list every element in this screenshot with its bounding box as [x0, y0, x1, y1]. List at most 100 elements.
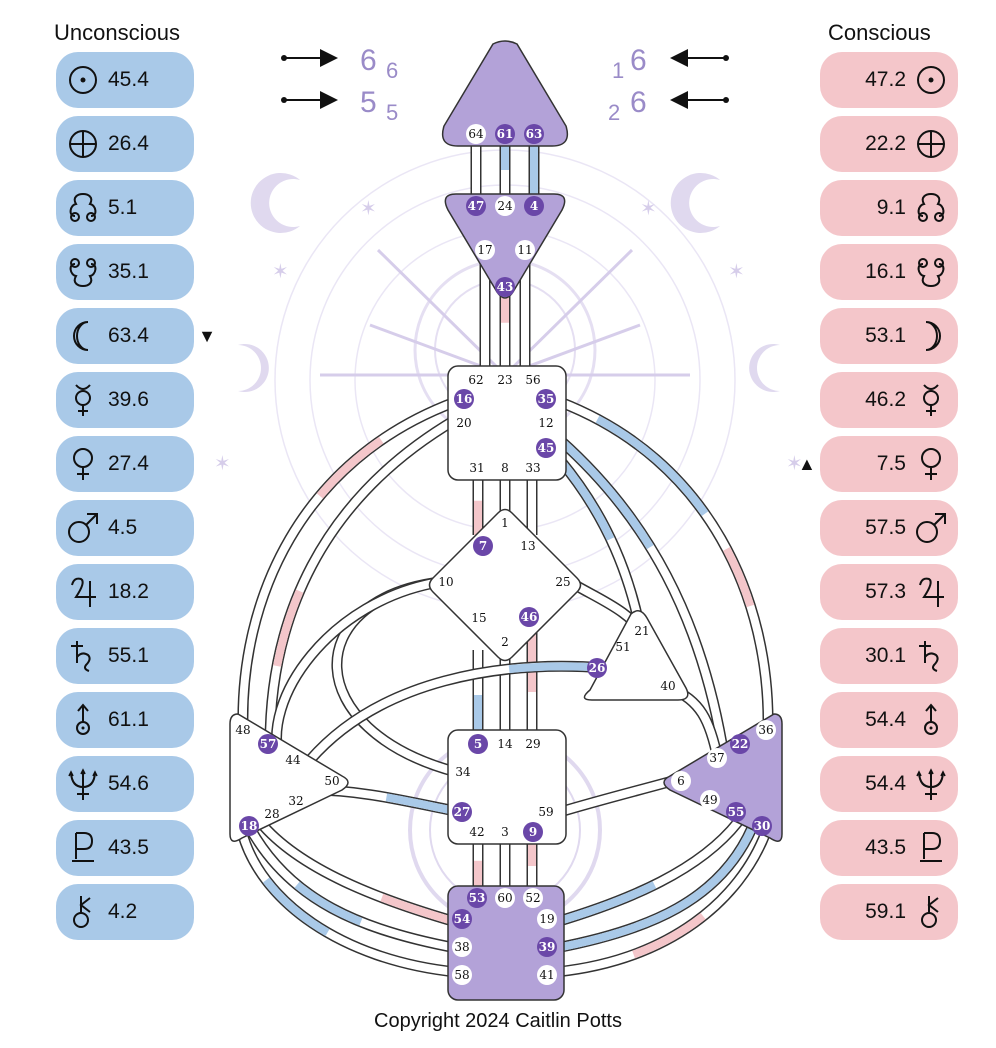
gate-25: 25	[555, 575, 570, 589]
gate-number: 29	[525, 737, 540, 751]
svg-text:✶: ✶	[360, 198, 377, 220]
gate-number: 41	[539, 968, 554, 982]
gate-53: 53	[467, 888, 487, 908]
gate-number: 1	[501, 516, 509, 530]
channel-58-18	[236, 830, 457, 978]
unconscious-planet-neptune: 54.6	[56, 756, 194, 812]
gate-16: 16	[454, 389, 474, 409]
gate-52: 52	[523, 888, 543, 908]
svg-text:✶: ✶	[272, 261, 289, 283]
variable-top-left-small: 6	[386, 58, 398, 83]
gate-number: 25	[555, 575, 570, 589]
gate-number: 63	[526, 127, 543, 141]
gate-64: 64	[466, 124, 486, 144]
mercury-icon	[912, 381, 950, 419]
channel-26-44	[305, 660, 606, 764]
gate-48: 48	[235, 723, 250, 737]
earth-icon	[912, 125, 950, 163]
variable-bottom-right: 2 6	[608, 86, 729, 125]
gate-number: 10	[438, 575, 453, 589]
gate-36: 36	[756, 720, 776, 740]
copyright-text: Copyright 2024 Caitlin Potts	[374, 1010, 622, 1032]
planet-value: 45.4	[108, 68, 149, 91]
center-head	[441, 40, 569, 147]
gate-14: 14	[497, 737, 513, 751]
gate-4: 4	[524, 196, 544, 216]
gate-number: 60	[497, 891, 512, 905]
channel-10-57	[271, 576, 441, 762]
center-solar-plexus	[663, 713, 783, 842]
planet-value: 35.1	[108, 260, 149, 283]
gate-47: 47	[466, 196, 486, 216]
gate-number: 31	[469, 461, 484, 475]
planet-value: 43.5	[865, 836, 906, 859]
gate-27: 27	[452, 802, 472, 822]
planet-value: 54.4	[865, 772, 906, 795]
svg-text:✶: ✶	[640, 198, 657, 220]
gate-number: 5	[474, 737, 482, 751]
gate-17: 17	[475, 240, 495, 260]
center-throat	[447, 365, 567, 481]
sun-icon	[912, 61, 950, 99]
variable-bottom-left-big: 5	[360, 86, 377, 119]
conscious-planet-north-node: 9.1	[820, 180, 958, 236]
unconscious-planet-mercury: 39.6	[56, 372, 194, 428]
planet-value: 54.6	[108, 772, 149, 795]
gate-37: 37	[707, 748, 727, 768]
detriment-icon: ▼	[198, 325, 216, 346]
gate-2: 2	[501, 635, 509, 649]
gate-number: 21	[634, 624, 649, 638]
gate-60: 60	[495, 888, 515, 908]
channel-20-57	[264, 415, 458, 745]
planet-value: 5.1	[108, 196, 138, 219]
unconscious-planet-chiron: 4.2	[56, 884, 194, 940]
uranus-icon	[912, 701, 950, 739]
planet-value: 27.4	[108, 452, 149, 475]
earth-icon	[64, 125, 102, 163]
channel-59-6	[558, 774, 678, 818]
planet-value: 55.1	[108, 644, 149, 667]
channel-layer	[236, 140, 774, 978]
unconscious-planet-jupiter: 18.2	[56, 564, 194, 620]
channel-39-55	[554, 825, 758, 954]
gate-number: 16	[456, 392, 473, 406]
gate-22: 22	[730, 734, 750, 754]
gate-51: 51	[615, 640, 630, 654]
planet-value: 4.2	[108, 900, 138, 923]
uranus-icon	[64, 701, 102, 739]
variable-top-left-big: 6	[360, 44, 377, 77]
exalted-icon: ▲	[798, 453, 816, 474]
planet-value: 53.1	[865, 324, 906, 347]
conscious-planet-mars: 57.5	[820, 500, 958, 556]
channel-54-32	[255, 818, 458, 928]
planet-value: 59.1	[865, 900, 906, 923]
gate-12: 12	[538, 416, 553, 430]
gate-number: 45	[538, 441, 555, 455]
planet-value: 57.5	[865, 516, 906, 539]
channel-16-48	[237, 396, 457, 729]
conscious-planet-venus: 7.5▲	[798, 436, 958, 492]
gate-number: 53	[469, 891, 486, 905]
unconscious-planet-pluto: 43.5	[56, 820, 194, 876]
gate-number: 55	[728, 805, 745, 819]
gate-46: 46	[519, 607, 539, 627]
gate-43: 43	[495, 277, 515, 297]
gate-number: 48	[235, 723, 250, 737]
conscious-planet-uranus: 54.4	[820, 692, 958, 748]
gate-number: 8	[501, 461, 509, 475]
gate-45: 45	[536, 438, 556, 458]
gate-number: 19	[539, 912, 554, 926]
gate-24: 24	[495, 196, 515, 216]
unconscious-planet-uranus: 61.1	[56, 692, 194, 748]
planet-value: 30.1	[865, 644, 906, 667]
variable-top-right-big: 6	[630, 44, 647, 77]
gate-1: 1	[501, 516, 509, 530]
planet-value: 9.1	[876, 196, 906, 219]
gate-13: 13	[520, 539, 535, 553]
gate-number: 6	[677, 774, 685, 788]
unconscious-planet-moon: 63.4▼	[56, 308, 216, 364]
gate-number: 38	[454, 940, 469, 954]
gate-number: 15	[471, 611, 486, 625]
gate-number: 4	[530, 199, 538, 213]
